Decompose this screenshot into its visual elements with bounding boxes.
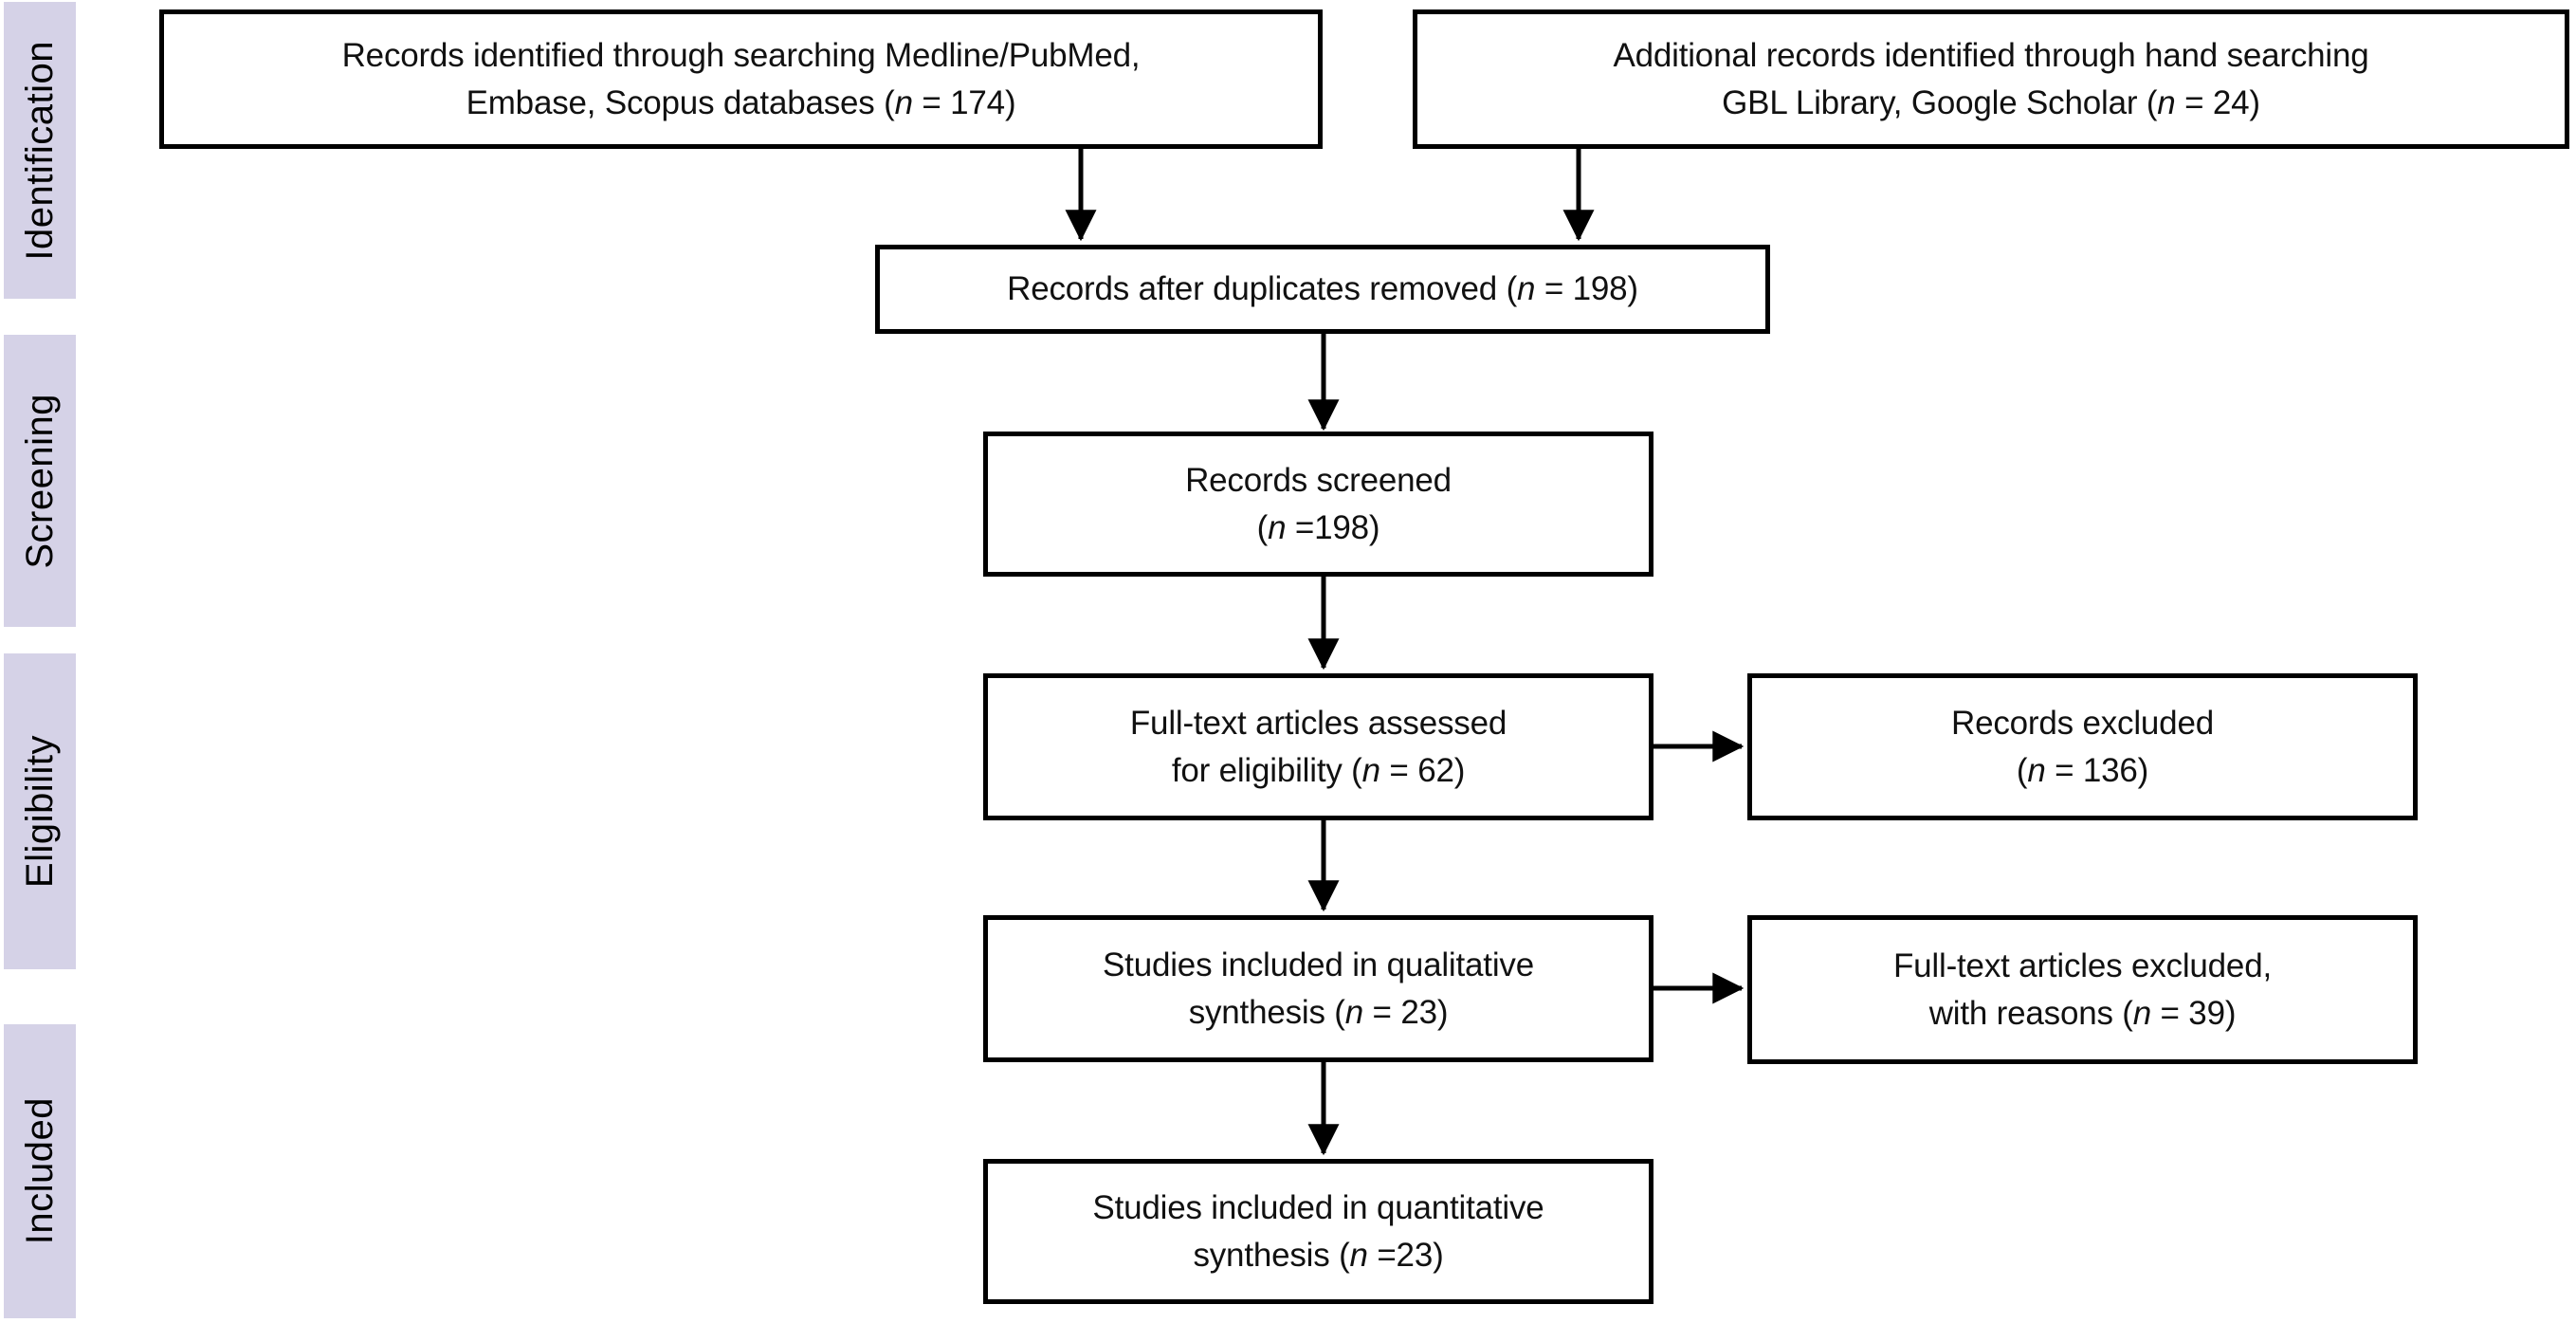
- box-records-identified-databases: Records identified through searching Med…: [159, 9, 1323, 149]
- stage-screening: Screening: [4, 335, 76, 627]
- stage-identification: Identification: [4, 2, 76, 299]
- box-records-identified-databases-text: Records identified through searching Med…: [341, 36, 1141, 121]
- box-quantitative-synthesis: Studies included in quantitative synthes…: [983, 1159, 1653, 1304]
- box-fulltext-assessed-text: Full-text articles assessed for eligibil…: [1129, 704, 1507, 789]
- box-duplicates-removed: Records after duplicates removed (n = 19…: [875, 245, 1770, 334]
- stage-eligibility-label: Eligibility: [18, 734, 61, 889]
- stage-identification-label: Identification: [18, 40, 61, 261]
- box-additional-records-handsearch-text: Additional records identified through ha…: [1613, 36, 2369, 121]
- box-records-screened: Records screened (n =198): [983, 432, 1653, 577]
- box-qualitative-synthesis: Studies included in qualitative synthesi…: [983, 915, 1653, 1062]
- stage-included-label: Included: [18, 1097, 61, 1245]
- stage-screening-label: Screening: [18, 393, 61, 569]
- box-records-excluded-text: Records excluded (n = 136): [1951, 704, 2214, 789]
- stage-eligibility: Eligibility: [4, 653, 76, 969]
- box-duplicates-removed-text: Records after duplicates removed (n = 19…: [1007, 270, 1638, 308]
- box-records-excluded: Records excluded (n = 136): [1747, 673, 2418, 820]
- box-fulltext-excluded: Full-text articles excluded, with reason…: [1747, 915, 2418, 1064]
- box-fulltext-excluded-text: Full-text articles excluded, with reason…: [1892, 946, 2272, 1032]
- box-records-screened-text: Records screened (n =198): [1185, 461, 1452, 546]
- box-fulltext-assessed: Full-text articles assessed for eligibil…: [983, 673, 1653, 820]
- stage-included: Included: [4, 1024, 76, 1318]
- box-qualitative-synthesis-text: Studies included in qualitative synthesi…: [1103, 946, 1534, 1031]
- box-quantitative-synthesis-text: Studies included in quantitative synthes…: [1092, 1188, 1544, 1274]
- box-additional-records-handsearch: Additional records identified through ha…: [1413, 9, 2569, 149]
